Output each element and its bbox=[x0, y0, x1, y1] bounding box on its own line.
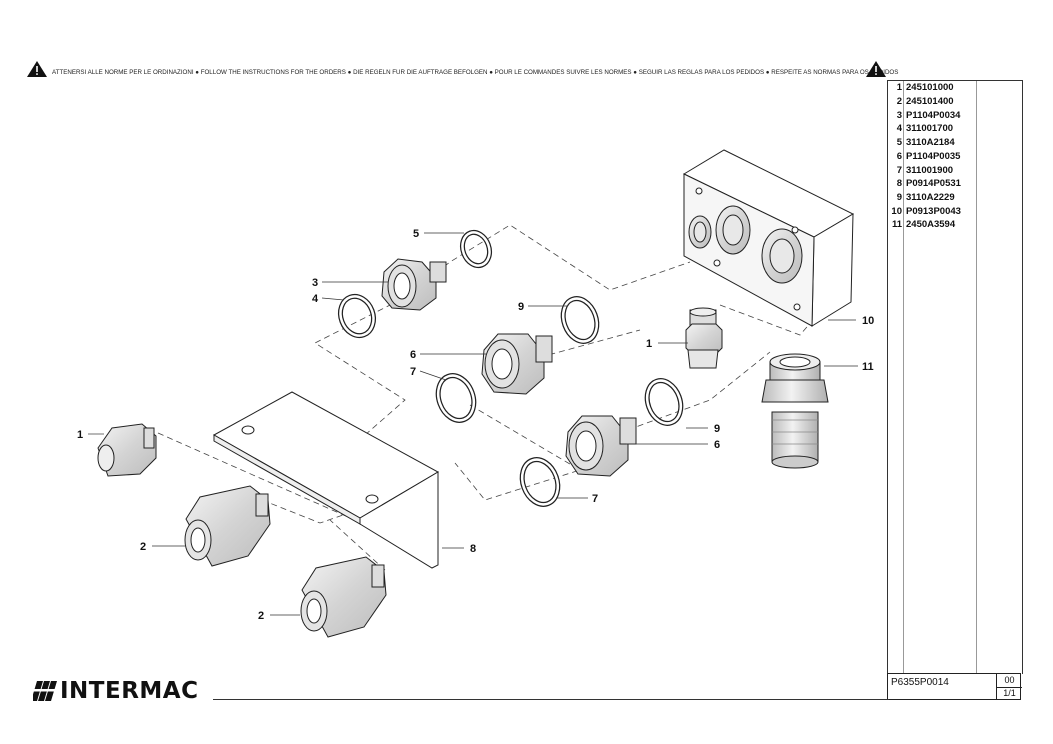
union-fitting-3 bbox=[381, 258, 447, 311]
callout-9-lower: 9 bbox=[714, 423, 720, 435]
callout-11: 11 bbox=[862, 361, 874, 373]
callout-3: 3 bbox=[312, 277, 318, 289]
warning-triangle-icon bbox=[866, 61, 886, 77]
callout-1-right: 1 bbox=[646, 338, 652, 350]
union-fitting-6-upper bbox=[481, 333, 553, 395]
callout-6-lower: 6 bbox=[714, 439, 720, 451]
intermac-logo: INTERMAC bbox=[60, 678, 199, 704]
seal-ring-9-upper bbox=[560, 296, 600, 344]
intermac-stripes-icon bbox=[33, 681, 57, 701]
callout-8: 8 bbox=[470, 543, 476, 555]
union-fitting-6-lower bbox=[565, 415, 637, 477]
column-divider bbox=[976, 81, 977, 674]
callout-9-upper: 9 bbox=[518, 301, 524, 313]
order-instructions-warning: ATTENERSI ALLE NORME PER LE ORDINAZIONI … bbox=[52, 69, 899, 76]
hex-fitting-upper bbox=[184, 485, 271, 567]
hex-fitting-lower bbox=[300, 556, 387, 638]
column-divider bbox=[903, 81, 904, 674]
footer-rule bbox=[213, 699, 889, 700]
warning-triangle-icon bbox=[27, 61, 47, 77]
callout-7-upper: 7 bbox=[410, 366, 416, 378]
callout-1-left: 1 bbox=[77, 429, 83, 441]
callout-10: 10 bbox=[862, 315, 874, 327]
sheet-number: 1/1 bbox=[996, 687, 1022, 699]
adapter-left bbox=[97, 423, 157, 477]
seal-ring-7-upper bbox=[435, 373, 477, 423]
callout-6-upper: 6 bbox=[410, 349, 416, 361]
callout-5: 5 bbox=[413, 228, 419, 240]
seal-ring-4 bbox=[337, 293, 377, 339]
drawing-code: P6355P0014 bbox=[891, 677, 949, 688]
manifold-block bbox=[682, 149, 855, 327]
mounting-bracket bbox=[212, 391, 440, 569]
seal-ring-9-lower bbox=[644, 378, 684, 426]
callout-4: 4 bbox=[312, 293, 319, 305]
seal-ring-7-lower bbox=[519, 457, 561, 507]
callout-2-upper: 2 bbox=[140, 541, 146, 553]
seal-ring-5 bbox=[459, 229, 493, 269]
revision-number: 00 bbox=[996, 674, 1022, 688]
title-block: P6355P0014 00 1/1 bbox=[887, 673, 1022, 700]
adapter-right bbox=[685, 307, 723, 369]
hose-barb-11 bbox=[761, 353, 829, 469]
callout-2-lower: 2 bbox=[258, 610, 264, 622]
callout-7-lower: 7 bbox=[592, 493, 598, 505]
callout-leaders bbox=[88, 232, 858, 616]
